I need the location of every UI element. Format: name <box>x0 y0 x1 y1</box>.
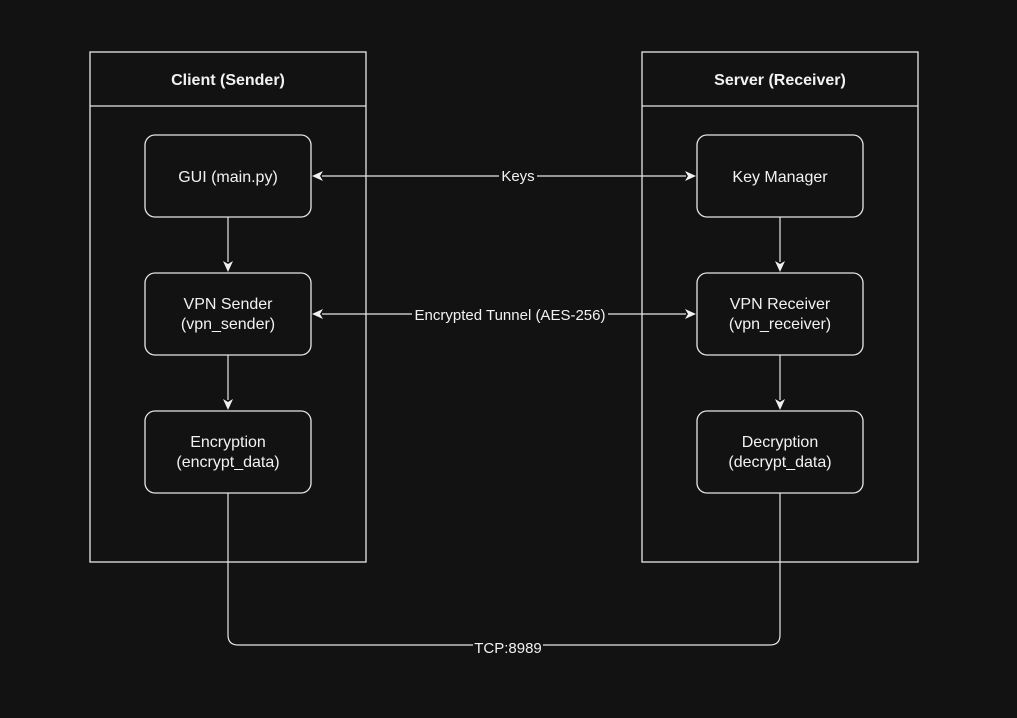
node-vpn-sender[interactable]: VPN Sender (vpn_sender) <box>144 272 312 356</box>
node-vpn-sender-sublabel: (vpn_sender) <box>181 316 275 333</box>
edge-sender-to-encryption-arrow <box>223 399 233 410</box>
node-decryption-box[interactable] <box>696 410 864 494</box>
node-gui-label: GUI (main.py) <box>178 169 278 186</box>
node-decryption-sublabel: (decrypt_data) <box>728 454 831 471</box>
edge-keys-arrow-right <box>685 171 696 181</box>
node-encryption[interactable]: Encryption (encrypt_data) <box>144 410 312 494</box>
edge-keys-label: Keys <box>501 168 534 185</box>
edge-keys-arrow-left <box>312 171 323 181</box>
node-decryption-label: Decryption <box>742 434 818 451</box>
edge-receiver-to-decryption <box>775 355 785 410</box>
edge-keymanager-to-receiver-arrow <box>775 261 785 272</box>
node-vpn-receiver-box[interactable] <box>696 272 864 356</box>
node-vpn-receiver-label: VPN Receiver <box>730 296 831 313</box>
edge-tcp-label: TCP:8989 <box>474 640 542 657</box>
node-vpn-sender-label: VPN Sender <box>184 296 274 313</box>
node-encryption-label: Encryption <box>190 434 266 451</box>
node-encryption-box[interactable] <box>144 410 312 494</box>
node-key-manager[interactable]: Key Manager <box>696 134 864 218</box>
edge-keys: Keys <box>312 166 696 186</box>
node-decryption[interactable]: Decryption (decrypt_data) <box>696 410 864 494</box>
node-vpn-receiver[interactable]: VPN Receiver (vpn_receiver) <box>696 272 864 356</box>
edge-tunnel-label: Encrypted Tunnel (AES-256) <box>415 307 606 324</box>
node-key-manager-box[interactable] <box>696 134 864 218</box>
server-container-title: Server (Receiver) <box>714 72 846 89</box>
node-key-manager-label: Key Manager <box>732 169 828 186</box>
edge-tunnel-arrow-right <box>685 309 696 319</box>
edge-tunnel-arrow-left <box>312 309 323 319</box>
edge-receiver-to-decryption-arrow <box>775 399 785 410</box>
node-vpn-sender-box[interactable] <box>144 272 312 356</box>
edge-sender-to-encryption <box>223 355 233 410</box>
edge-keymanager-to-receiver <box>775 217 785 272</box>
edge-gui-to-sender-arrow <box>223 261 233 272</box>
edge-gui-to-sender <box>223 217 233 272</box>
edge-encrypted-tunnel: Encrypted Tunnel (AES-256) <box>312 304 696 324</box>
node-gui[interactable]: GUI (main.py) <box>144 134 312 218</box>
edge-tcp: TCP:8989 <box>227 493 781 657</box>
client-container-title: Client (Sender) <box>171 72 285 89</box>
node-vpn-receiver-sublabel: (vpn_receiver) <box>729 316 831 333</box>
node-encryption-sublabel: (encrypt_data) <box>176 454 279 471</box>
node-gui-box[interactable] <box>144 134 312 218</box>
